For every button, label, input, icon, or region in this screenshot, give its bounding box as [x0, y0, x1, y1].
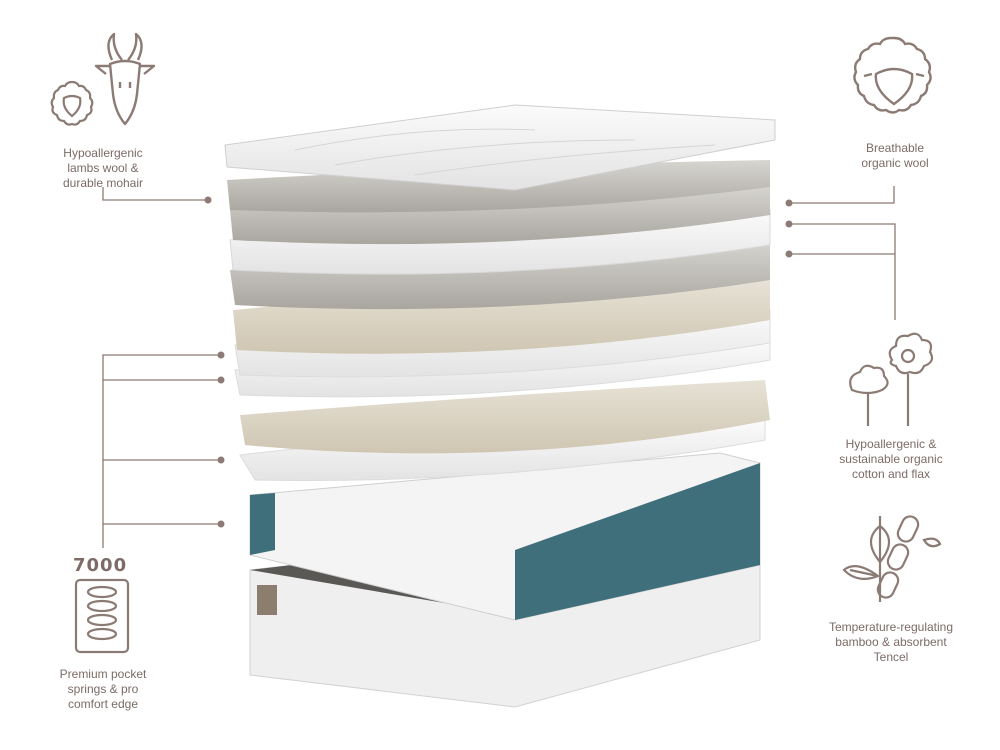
feature-pocket-springs-text: Premium pocket springs & pro comfort edg… [59, 667, 147, 711]
mattress-layers-illustration [224, 104, 776, 708]
marker-dot [785, 220, 793, 228]
marker-dot [217, 520, 225, 528]
leaf-icon [869, 524, 891, 564]
marker-dot [217, 376, 225, 384]
marker-dot [217, 456, 225, 464]
marker-dot [217, 351, 225, 359]
feature-bamboo-tencel-text: Temperature-regulating bamboo & absorben… [828, 620, 954, 664]
marker-dot [785, 199, 793, 207]
connector-top-left [102, 187, 206, 201]
spring-count: 7000 [73, 555, 128, 576]
marker-dot [204, 196, 212, 204]
cotton-plant-icon [849, 332, 934, 426]
bamboo-leaf-icon [842, 515, 942, 602]
marker-dot [785, 250, 793, 258]
spring-coil-icon [74, 578, 130, 654]
feature-cotton-flax-text: Hypoallergenic & sustainable organic cot… [839, 437, 943, 481]
feature-lambs-wool-text: Hypoallergenic lambs wool & durable moha… [62, 146, 144, 190]
connector-left-bracket [102, 354, 220, 548]
sheep-face-icon [50, 80, 94, 126]
feature-breathable-wool-text: Breathable organic wool [861, 141, 929, 170]
brand-label [257, 585, 277, 615]
connector-top-right [790, 186, 895, 204]
goat-head-icon [94, 32, 156, 126]
connector-right-1 [790, 223, 896, 320]
sheep-badge-icon [853, 36, 932, 114]
